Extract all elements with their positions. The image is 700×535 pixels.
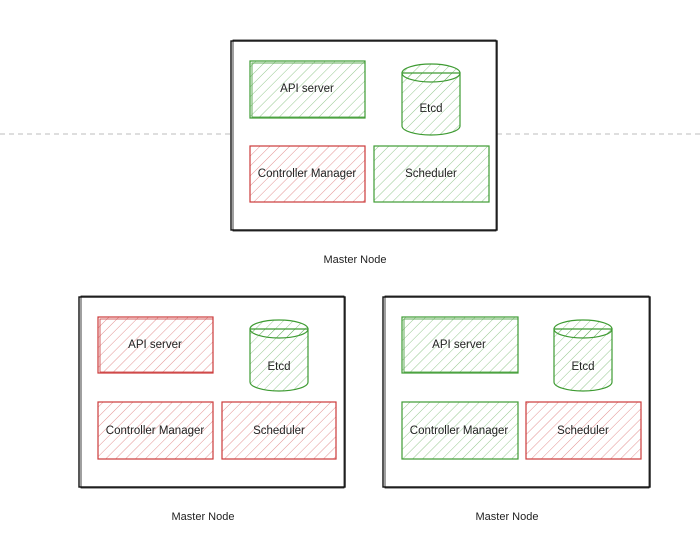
master-node-top: API server Etcd Controller Manager Sched… — [230, 39, 498, 232]
scheduler-fill — [221, 401, 337, 460]
etcd-cylinder: Etcd — [249, 319, 309, 392]
controller-manager-fill — [97, 401, 214, 460]
api-server-sketch — [251, 62, 366, 118]
master-node-right: API server Etcd Controller Manager Sched… — [382, 295, 651, 489]
api-server-box: API server — [97, 316, 214, 374]
etcd-body — [249, 328, 309, 392]
api-server-label: API server — [280, 83, 334, 95]
api-server-box: API server — [401, 316, 519, 374]
api-server-fill — [401, 316, 519, 374]
controller-manager-fill — [401, 401, 519, 460]
master-node-left-caption: Master Node — [172, 511, 235, 523]
etcd-label: Etcd — [419, 103, 442, 115]
controller-manager-box: Controller Manager — [97, 401, 214, 460]
scheduler-box: Scheduler — [373, 145, 490, 203]
node-frame-sketch — [232, 39, 497, 232]
scheduler-box: Scheduler — [525, 401, 642, 460]
api-server-box: API server — [249, 60, 366, 119]
etcd-top — [249, 319, 309, 339]
master-node-top-caption: Master Node — [324, 254, 387, 266]
etcd-top — [401, 63, 461, 83]
controller-manager-box: Controller Manager — [401, 401, 519, 460]
api-server-sketch — [403, 318, 519, 373]
controller-manager-label: Controller Manager — [258, 168, 357, 180]
controller-manager-label: Controller Manager — [106, 425, 205, 437]
etcd-cylinder: Etcd — [553, 319, 613, 392]
api-server-fill — [97, 316, 214, 374]
api-server-label: API server — [432, 339, 486, 351]
scheduler-label: Scheduler — [557, 425, 609, 437]
scheduler-label: Scheduler — [405, 168, 457, 180]
controller-manager-fill — [249, 145, 366, 203]
scheduler-label: Scheduler — [253, 425, 305, 437]
etcd-label: Etcd — [267, 361, 290, 373]
node-frame-sketch — [384, 295, 650, 489]
api-server-label: API server — [128, 339, 182, 351]
master-node-left: API server Etcd Controller Manager Sched… — [78, 295, 346, 489]
etcd-body — [553, 328, 613, 392]
scheduler-fill — [373, 145, 490, 203]
etcd-cylinder: Etcd — [401, 63, 461, 136]
etcd-top — [553, 319, 613, 339]
etcd-body — [401, 72, 461, 136]
etcd-label: Etcd — [571, 361, 594, 373]
api-server-sketch — [99, 318, 214, 373]
master-node-right-caption: Master Node — [476, 511, 539, 523]
controller-manager-box: Controller Manager — [249, 145, 366, 203]
scheduler-box: Scheduler — [221, 401, 337, 460]
node-frame-sketch — [80, 295, 345, 489]
controller-manager-label: Controller Manager — [410, 425, 509, 437]
scheduler-fill — [525, 401, 642, 460]
